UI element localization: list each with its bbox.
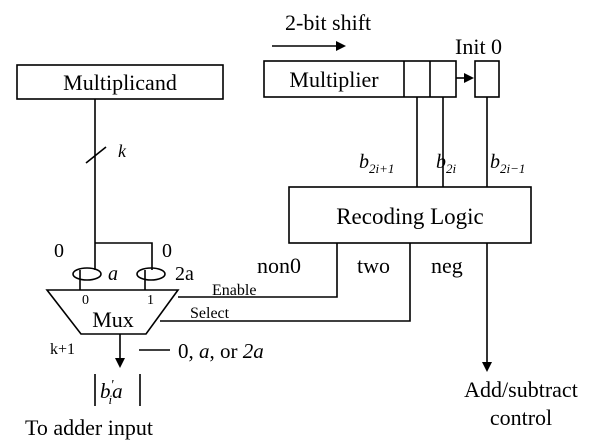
output-values-note: 0, a, or 2a: [178, 339, 264, 363]
port-0-oval: [72, 267, 102, 281]
multiplicand-label: Multiplicand: [63, 70, 177, 95]
2a-input-label: 2a: [175, 263, 194, 285]
zero-input-right: 0: [162, 240, 172, 262]
mux-port-0: 0: [82, 293, 89, 308]
add-subtract-label-line2: control: [490, 405, 552, 430]
mux-port-1: 1: [147, 293, 154, 308]
mux-trapezoid: [45, 289, 180, 335]
k-plus-1-label: k+1: [50, 341, 75, 358]
multiplicand-register: [16, 64, 224, 100]
multiplier-label: Multiplier: [289, 67, 379, 92]
recoding-logic-block: [288, 186, 532, 244]
result-expression: b'ia: [100, 378, 123, 407]
bus-width-slash: [85, 146, 107, 164]
adder-input-label: To adder input: [25, 415, 153, 440]
bit-label-b2i: b2i: [436, 151, 457, 176]
non0-wire: [178, 243, 338, 298]
two-label: two: [357, 253, 390, 278]
a-input-label: a: [108, 263, 118, 285]
add-subtract-label-line1: Add/subtract: [464, 377, 578, 402]
recoding-logic-label: Recoding Logic: [336, 204, 484, 229]
zero-input-left: 0: [54, 240, 64, 262]
select-label: Select: [190, 305, 230, 322]
bit-label-b2i-plus-1: b2i+1: [359, 151, 394, 176]
multiplier-register: [263, 60, 457, 98]
init-bit-register: [474, 60, 500, 98]
k-label: k: [118, 141, 127, 161]
non0-label: non0: [257, 253, 301, 278]
neg-label: neg: [431, 253, 463, 278]
init-label: Init 0: [455, 34, 502, 59]
port-1-oval: [136, 267, 166, 281]
2a-routing-wire: [95, 242, 153, 270]
shift-label: 2-bit shift: [285, 10, 371, 35]
two-wire: [160, 243, 411, 322]
mux-label: Mux: [92, 307, 134, 332]
bit-label-b2i-minus-1: b2i−1: [490, 151, 525, 176]
enable-label: Enable: [212, 282, 256, 299]
